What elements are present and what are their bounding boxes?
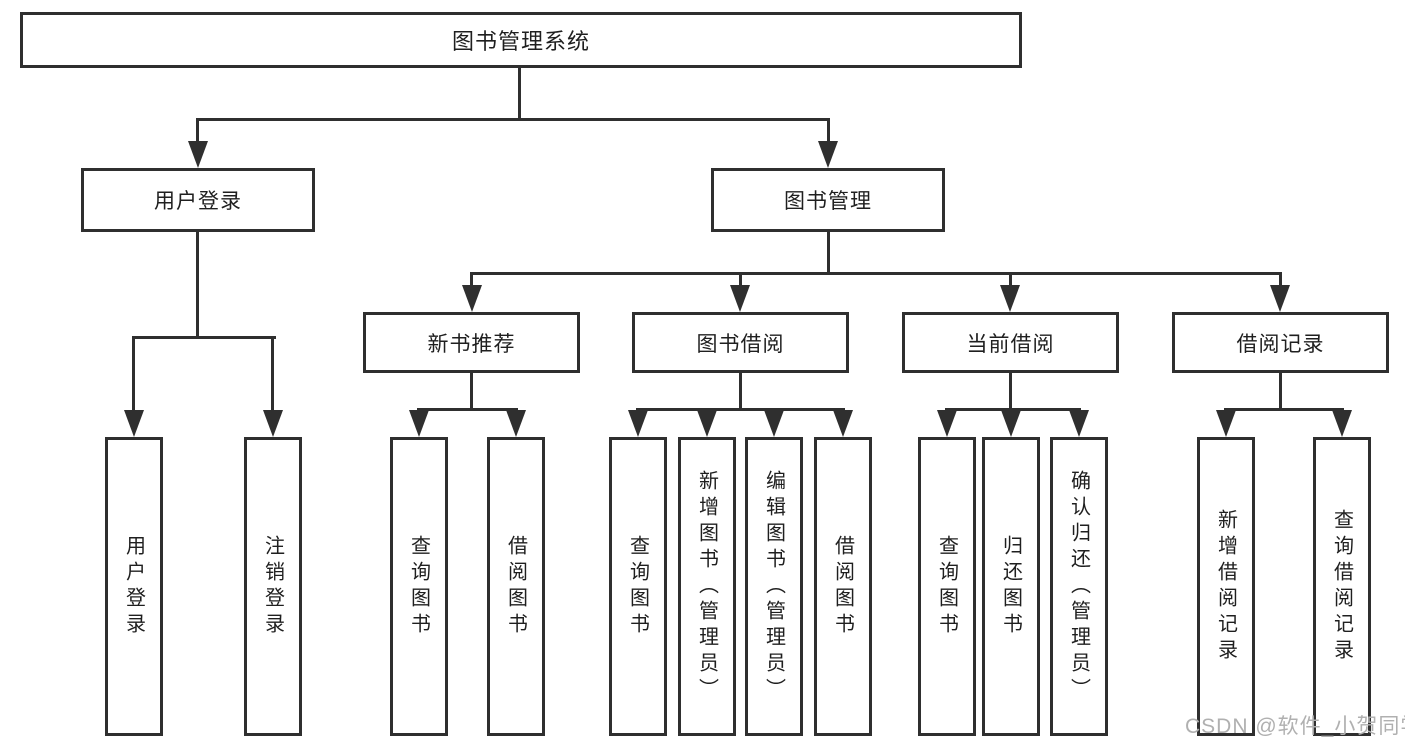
connector-line (196, 118, 830, 121)
leaf-add-borrow-record: 新增借阅记录 (1197, 437, 1255, 736)
leaf-label: 归还图书 (999, 534, 1022, 639)
connector-line (827, 232, 830, 274)
leaf-logout: 注销登录 (244, 437, 302, 736)
node-borrow-record: 借阅记录 (1172, 312, 1389, 373)
arrowhead-icon (506, 410, 526, 437)
node-label: 当前借阅 (966, 332, 1055, 356)
node-library-system: 图书管理系统 (20, 12, 1022, 68)
leaf-label: 编辑图书（管理员） (762, 469, 785, 704)
connector-line (470, 272, 473, 292)
connector-line (1224, 408, 1344, 411)
leaf-label: 查询图书 (407, 534, 430, 639)
node-user-login-module: 用户登录 (81, 168, 315, 232)
leaf-label: 查询图书 (626, 534, 649, 639)
connector-line (1009, 373, 1012, 411)
node-book-management: 图书管理 (711, 168, 945, 232)
arrowhead-icon (833, 410, 853, 437)
leaf-query-book-2: 查询图书 (609, 437, 667, 736)
node-label: 图书借阅 (696, 332, 785, 356)
node-label: 图书管理 (784, 190, 872, 213)
connector-line (1009, 272, 1012, 292)
node-label: 新书推荐 (427, 332, 516, 356)
arrowhead-icon (409, 410, 429, 437)
connector-line (945, 408, 1081, 411)
arrowhead-icon (628, 410, 648, 437)
leaf-label: 新增借阅记录 (1214, 508, 1237, 665)
arrowhead-icon (937, 410, 957, 437)
arrowhead-icon (1069, 410, 1089, 437)
connector-line (132, 336, 276, 339)
leaf-query-book-1: 查询图书 (390, 437, 448, 736)
arrowhead-icon (462, 285, 482, 312)
arrowhead-icon (263, 410, 283, 437)
leaf-query-borrow-record: 查询借阅记录 (1313, 437, 1371, 736)
connector-line (196, 118, 199, 148)
leaf-label: 查询借阅记录 (1330, 508, 1353, 665)
leaf-label: 借阅图书 (831, 534, 854, 639)
leaf-label: 查询图书 (935, 534, 958, 639)
leaf-label: 借阅图书 (504, 534, 527, 639)
node-label: 图书管理系统 (451, 29, 590, 54)
arrowhead-icon (1270, 285, 1290, 312)
leaf-return-book: 归还图书 (982, 437, 1040, 736)
connector-line (271, 336, 274, 414)
connector-line (1279, 272, 1282, 292)
leaf-label: 用户登录 (122, 534, 145, 639)
connector-line (739, 373, 742, 411)
connector-line (518, 68, 521, 120)
arrowhead-icon (764, 410, 784, 437)
leaf-label: 确认归还（管理员） (1067, 469, 1090, 704)
leaf-borrow-book-1: 借阅图书 (487, 437, 545, 736)
arrowhead-icon (1001, 410, 1021, 437)
arrowhead-icon (697, 410, 717, 437)
node-book-borrow: 图书借阅 (632, 312, 849, 373)
leaf-label: 新增图书（管理员） (695, 469, 718, 704)
leaf-user-login: 用户登录 (105, 437, 163, 736)
node-current-borrow: 当前借阅 (902, 312, 1119, 373)
arrowhead-icon (1000, 285, 1020, 312)
arrowhead-icon (730, 285, 750, 312)
node-new-book-recommend: 新书推荐 (363, 312, 580, 373)
connector-line (196, 232, 199, 338)
node-label: 用户登录 (154, 190, 242, 213)
connector-line (417, 408, 518, 411)
connector-line (470, 272, 1282, 275)
connector-line (636, 408, 845, 411)
arrowhead-icon (1332, 410, 1352, 437)
arrowhead-icon (818, 141, 838, 168)
node-label: 借阅记录 (1236, 332, 1325, 356)
leaf-query-book-3: 查询图书 (918, 437, 976, 736)
leaf-edit-book-admin: 编辑图书（管理员） (745, 437, 803, 736)
arrowhead-icon (124, 410, 144, 437)
leaf-label: 注销登录 (261, 534, 284, 639)
leaf-add-book-admin: 新增图书（管理员） (678, 437, 736, 736)
leaf-borrow-book-2: 借阅图书 (814, 437, 872, 736)
connector-line (470, 373, 473, 411)
connector-line (827, 118, 830, 148)
csdn-watermark: CSDN @软件_小贺同学 (1185, 715, 1405, 738)
leaf-confirm-return-admin: 确认归还（管理员） (1050, 437, 1108, 736)
connector-line (739, 272, 742, 292)
connector-line (132, 336, 135, 414)
connector-line (1279, 373, 1282, 411)
arrowhead-icon (188, 141, 208, 168)
arrowhead-icon (1216, 410, 1236, 437)
